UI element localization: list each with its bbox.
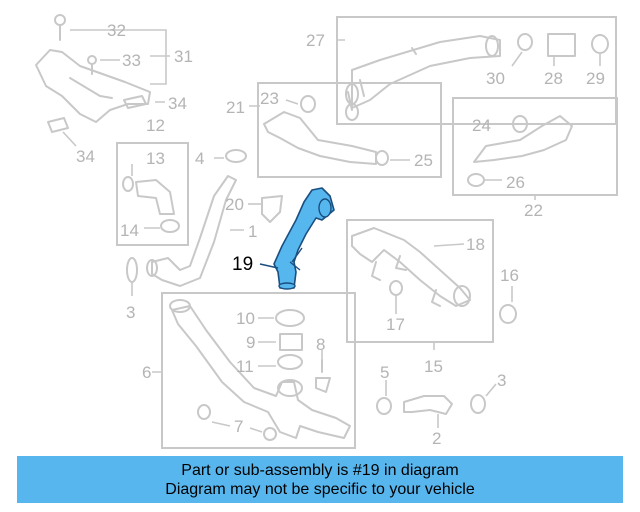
- callout-30: 30: [486, 69, 505, 88]
- callout-25: 25: [414, 151, 433, 170]
- callout-18: 18: [466, 235, 485, 254]
- callout-8: 8: [316, 335, 325, 354]
- pipe-part-6: [169, 299, 351, 441]
- callout-7: 7: [234, 417, 243, 436]
- callout-3: 3: [126, 303, 135, 322]
- bracket-part-20: [261, 195, 283, 223]
- callout-27: 27: [306, 31, 325, 50]
- callout-5: 5: [380, 363, 389, 382]
- callout-24: 24: [472, 116, 491, 135]
- callout-28: 28: [544, 69, 563, 88]
- callout-9: 9: [246, 333, 255, 352]
- callout-1: 1: [248, 222, 257, 241]
- callout-13: 13: [146, 149, 165, 168]
- callout-2: 2: [432, 429, 441, 448]
- pipe-part-21: [263, 95, 389, 166]
- callout-11: 11: [236, 357, 254, 376]
- callout-32: 32: [107, 21, 126, 40]
- bracket-part-31: [35, 14, 151, 133]
- highlighted-part-19[interactable]: [273, 187, 335, 290]
- group-box-22: [452, 97, 618, 196]
- hose-part-1: [146, 149, 247, 287]
- callout-29: 29: [586, 69, 605, 88]
- group-box-27: [336, 16, 617, 125]
- callout-22: 22: [524, 201, 543, 220]
- callout-6: 6: [142, 363, 151, 382]
- group-box-21: [257, 82, 442, 178]
- callout-12: 12: [146, 116, 165, 135]
- callout-26: 26: [506, 173, 525, 192]
- callout-19: 19: [232, 254, 253, 275]
- callout-15: 15: [424, 357, 443, 376]
- callout-34b: 34: [76, 147, 95, 166]
- callout-16: 16: [500, 266, 519, 285]
- callout-33: 33: [122, 51, 141, 70]
- group-box-6: [161, 292, 356, 449]
- callout-23: 23: [260, 89, 279, 108]
- callout-17: 17: [386, 315, 405, 334]
- group-box-15: [346, 219, 494, 343]
- callout-20: 20: [225, 195, 244, 214]
- leader-19: [259, 263, 279, 269]
- gasket-part-16: [499, 304, 517, 324]
- callout-21: 21: [226, 98, 245, 117]
- oring-part-3: [126, 257, 138, 283]
- callout-31: 31: [174, 47, 193, 66]
- info-banner: Part or sub-assembly is #19 in diagram D…: [17, 456, 623, 503]
- group-box-12: [116, 142, 189, 246]
- callout-34: 34: [168, 94, 187, 113]
- callout-10: 10: [236, 309, 255, 328]
- banner-line-2: Diagram may not be specific to your vehi…: [165, 481, 475, 498]
- pipe-part-27: [345, 33, 609, 121]
- callout-14: 14: [120, 221, 139, 240]
- callout-3b: 3: [497, 371, 506, 390]
- banner-line-1: Part or sub-assembly is #19 in diagram: [181, 462, 459, 479]
- pipe-part-15: [351, 227, 471, 307]
- hose-part-2: [376, 394, 486, 415]
- callout-4: 4: [195, 149, 204, 168]
- hose-part-12: [122, 176, 180, 233]
